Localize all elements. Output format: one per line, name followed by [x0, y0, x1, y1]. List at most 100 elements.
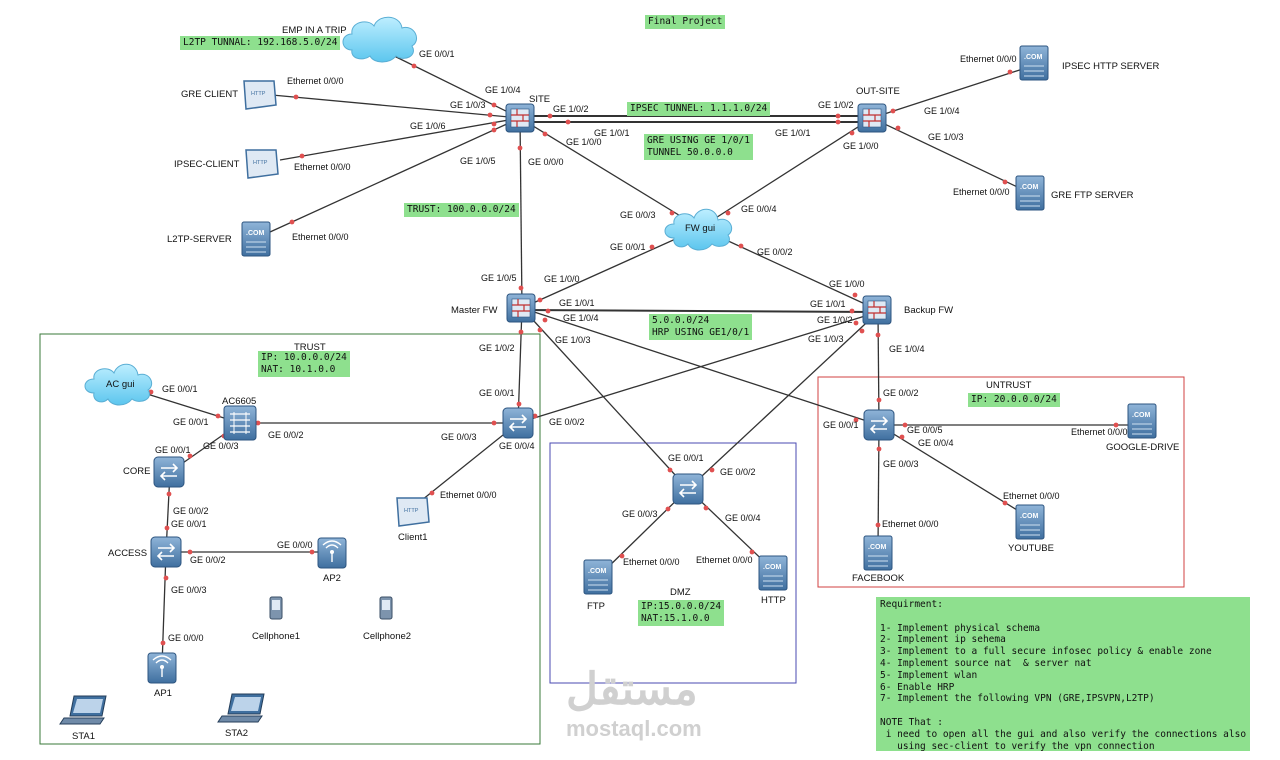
port-label: Ethernet 0/0/0	[953, 187, 1010, 197]
link-backup-trustsw	[517, 311, 879, 424]
port-label: GE 1/0/1	[775, 128, 811, 138]
label-ipsec-client: IPSEC-CLIENT	[174, 159, 240, 170]
diagram-title: Final Project	[645, 15, 726, 29]
ipsec-tunnel-note: IPSEC TUNNEL: 1.1.1.0/24	[627, 102, 771, 116]
port-label: GE 1/0/2	[479, 343, 515, 353]
port-label: GE 1/0/6	[410, 121, 446, 131]
http-server-icon: .COM	[758, 555, 788, 591]
label-ac6605: AC6605	[222, 396, 257, 407]
port-label: GE 0/0/3	[441, 432, 477, 442]
port-label: GE 1/0/4	[889, 344, 925, 354]
label-facebook: FACEBOOK	[852, 573, 905, 584]
trust-zone-border	[39, 333, 541, 745]
port-label: GE 0/0/3	[171, 585, 207, 595]
port-label: GE 1/0/2	[817, 315, 853, 325]
port-label: GE 0/0/4	[741, 204, 777, 214]
client1-icon: HTTP	[396, 497, 430, 527]
dmz-nat: NAT:15.1.0.0	[641, 613, 710, 624]
gre-line2: TUNNEL 50.0.0.0	[647, 147, 733, 158]
icon-com-text: .COM	[1020, 513, 1038, 520]
port-label: GE 0/0/2	[720, 467, 756, 477]
label-fw-gui: FW gui	[685, 223, 716, 234]
port-label: GE 0/0/1	[479, 388, 515, 398]
port-label: GE 0/0/3	[203, 441, 239, 451]
icon-com-text: .COM	[1024, 54, 1042, 61]
label-cellphone1: Cellphone1	[252, 631, 301, 642]
icon-com-text: .COM	[246, 230, 264, 237]
label-youtube: YOUTUBE	[1008, 543, 1054, 554]
label-ipsec-http-server: IPSEC HTTP SERVER	[1062, 61, 1160, 72]
port-label: GE 0/0/2	[549, 417, 585, 427]
port-label: GE 0/0/0	[528, 157, 564, 167]
l2tp-tunnel-note: L2TP TUNNAL: 192.168.5.0/24	[180, 36, 341, 50]
icon-http-text: HTTP	[251, 91, 266, 97]
port-label: GE 0/0/5	[907, 425, 943, 435]
label-sta1: STA1	[72, 731, 96, 742]
watermark-latin: mostaql.com	[566, 716, 702, 741]
port-label: Ethernet 0/0/0	[287, 76, 344, 86]
port-label: GE 0/0/2	[268, 430, 304, 440]
label-gre-ftp-server: GRE FTP SERVER	[1051, 190, 1134, 201]
port-label: GE 0/0/1	[823, 420, 859, 430]
l2tp-server-icon: .COM	[241, 221, 271, 257]
cloud-emp-icon	[342, 16, 417, 63]
icon-http-text: HTTP	[253, 160, 268, 166]
port-label: GE 0/0/1	[173, 417, 209, 427]
cellphone1-icon	[269, 596, 283, 620]
port-label: GE 0/0/4	[918, 438, 954, 448]
icon-http-text: HTTP	[404, 508, 419, 514]
link-backup-dmzsw	[687, 311, 879, 490]
label-sta2: STA2	[225, 728, 249, 739]
port-label: GE 0/0/1	[171, 519, 207, 529]
port-label: GE 0/0/2	[190, 555, 226, 565]
ftp-server-icon: .COM	[583, 559, 613, 595]
port-label: GE 1/0/1	[594, 128, 630, 138]
icon-com-text: .COM	[763, 564, 781, 571]
label-ac-gui: AC gui	[106, 379, 135, 390]
port-label: GE 1/0/3	[450, 100, 486, 110]
cloud-ac-gui-icon	[84, 363, 153, 406]
switch-trust-icon	[502, 407, 534, 439]
label-google-drive: GOOGLE-DRIVE	[1106, 442, 1180, 453]
requirement-item: 3- Implement to a full secure infosec po…	[880, 646, 1212, 658]
port-label: Ethernet 0/0/0	[440, 490, 497, 500]
label-cellphone2: Cellphone2	[363, 631, 412, 642]
untrust-ip-note: IP: 20.0.0.0/24	[968, 393, 1060, 407]
port-label: GE 1/0/3	[555, 335, 591, 345]
port-label: GE 1/0/4	[563, 313, 599, 323]
laptop-sta1-icon	[59, 695, 107, 725]
gre-line1: GRE USING GE 1/0/1	[647, 135, 750, 146]
port-label: GE 1/0/1	[810, 299, 846, 309]
port-label: Ethernet 0/0/0	[294, 162, 351, 172]
trust-nat: NAT: 10.1.0.0	[261, 364, 336, 375]
port-label: GE 1/0/0	[829, 279, 865, 289]
firewall-master-icon	[506, 293, 536, 323]
port-dots	[148, 63, 1119, 646]
switch-core-icon	[153, 456, 185, 488]
port-label: GE 0/0/2	[757, 247, 793, 257]
port-label: GE 1/0/0	[544, 274, 580, 284]
cellphone2-icon	[379, 596, 393, 620]
ipsec-client-icon: HTTP	[245, 149, 279, 179]
link-backup-untrustsw	[877, 311, 880, 426]
port-label: Ethernet 0/0/0	[1003, 491, 1060, 501]
switch-untrust-icon	[863, 409, 895, 441]
zone-title-trust: TRUST	[294, 342, 326, 353]
dmz-ip: IP:15.0.0.0/24	[641, 601, 722, 612]
icon-com-text: .COM	[868, 544, 886, 551]
link-access-ap1	[161, 551, 167, 667]
requirements-box: Requirment: 1- Implement physical schema…	[876, 597, 1250, 752]
trust-net-note: TRUST: 100.0.0.0/24	[404, 203, 519, 217]
laptop-sta2-icon	[217, 693, 265, 723]
port-label: GE 0/0/0	[168, 633, 204, 643]
port-label: Ethernet 0/0/0	[292, 232, 349, 242]
google-drive-server-icon: .COM	[1127, 403, 1157, 439]
port-label: GE 1/0/5	[481, 273, 517, 283]
link-master-backup	[521, 309, 879, 313]
switch-dmz-icon	[672, 473, 704, 505]
link-out-fwgui	[699, 117, 873, 229]
note-line: using sec-client to verify the vpn conne…	[880, 740, 1155, 752]
port-label: GE 0/0/1	[668, 453, 704, 463]
dmz-ip-note: IP:15.0.0.0/24 NAT:15.1.0.0	[638, 600, 725, 626]
